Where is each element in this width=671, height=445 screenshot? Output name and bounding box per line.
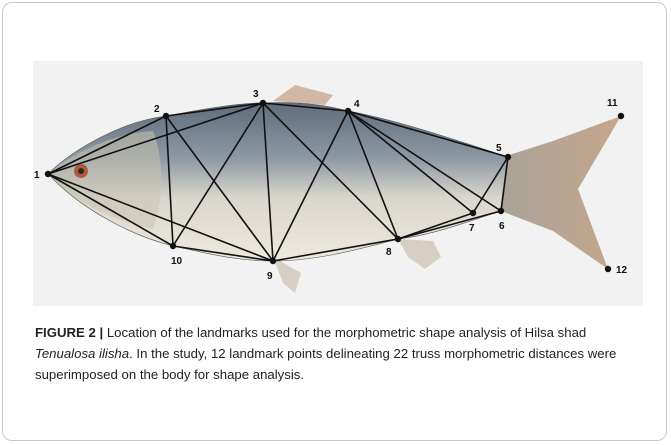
landmark-label-12: 12 xyxy=(616,265,628,276)
landmark-label-8: 8 xyxy=(386,247,392,258)
landmark-label-1: 1 xyxy=(34,170,40,181)
fish-figure: 123456789101112 xyxy=(33,61,643,306)
caption-text-1: Location of the landmarks used for the m… xyxy=(103,325,586,340)
landmark-label-11: 11 xyxy=(607,98,618,109)
landmark-label-6: 6 xyxy=(499,221,505,232)
landmark-point-5 xyxy=(505,154,511,160)
caption-species: Tenualosa ilisha xyxy=(35,346,129,361)
pelvic-fin xyxy=(273,257,301,293)
landmark-point-9 xyxy=(270,258,276,264)
landmark-point-3 xyxy=(260,100,266,106)
landmark-point-12 xyxy=(605,266,611,272)
figure-caption: FIGURE 2 | Location of the landmarks use… xyxy=(35,322,647,385)
figure-frame: 123456789101112 FIGURE 2 | Location of t… xyxy=(2,2,667,441)
fish-diagram-svg: 123456789101112 xyxy=(33,61,643,306)
caudal-fin xyxy=(501,116,621,269)
landmark-label-2: 2 xyxy=(154,104,160,115)
landmark-point-1 xyxy=(45,171,51,177)
landmark-label-3: 3 xyxy=(253,89,259,100)
landmark-point-10 xyxy=(170,243,176,249)
landmark-point-11 xyxy=(618,113,624,119)
landmark-point-6 xyxy=(498,208,504,214)
landmark-point-4 xyxy=(345,108,351,114)
landmark-label-7: 7 xyxy=(469,223,475,234)
anal-fin xyxy=(398,239,441,269)
landmark-label-4: 4 xyxy=(354,99,360,110)
landmark-point-8 xyxy=(395,236,401,242)
landmark-point-2 xyxy=(163,113,169,119)
landmark-label-5: 5 xyxy=(496,143,502,154)
dorsal-fin xyxy=(273,85,333,105)
caption-label: FIGURE 2 | xyxy=(35,325,103,340)
landmark-point-7 xyxy=(470,210,476,216)
landmark-label-9: 9 xyxy=(267,271,273,282)
landmark-label-10: 10 xyxy=(171,256,183,267)
